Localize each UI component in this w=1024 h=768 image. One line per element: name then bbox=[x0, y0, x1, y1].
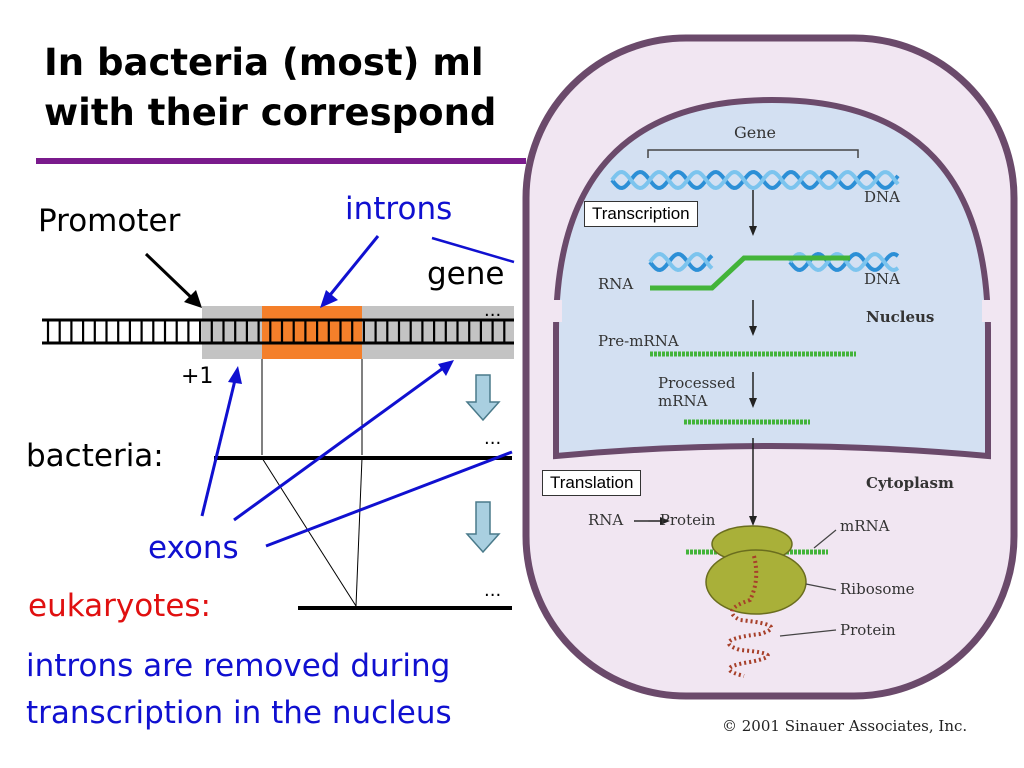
ellipsis-eukaryotes: ... bbox=[484, 580, 502, 601]
ribosome-caption: Ribosome bbox=[840, 580, 915, 598]
down-arrow-2 bbox=[465, 501, 501, 554]
note-line-2: transcription in the nucleus bbox=[26, 695, 452, 731]
intron-region bbox=[262, 306, 362, 359]
protein-caption: Protein bbox=[840, 621, 896, 639]
translation-box: Translation bbox=[542, 470, 642, 496]
mrna-caption: mRNA bbox=[840, 517, 890, 535]
rna-caption: RNA bbox=[598, 275, 634, 293]
processed-caption-2: mRNA bbox=[658, 392, 708, 410]
exons-label: exons bbox=[148, 530, 239, 566]
introns-label: introns bbox=[345, 191, 453, 227]
processed-caption-1: Processed bbox=[658, 374, 736, 392]
copyright-caption: © 2001 Sinauer Associates, Inc. bbox=[722, 717, 968, 735]
protein-chain bbox=[726, 555, 774, 678]
bacteria-label: bacteria: bbox=[26, 438, 164, 474]
rna-protein-caption: RNA — Protein bbox=[588, 511, 716, 529]
title-line-1: In bacteria (most) ml bbox=[44, 41, 484, 84]
eukaryotes-label: eukaryotes: bbox=[28, 588, 212, 624]
helix-strand bbox=[610, 169, 900, 191]
note-line-1: introns are removed during bbox=[26, 648, 451, 684]
helix-strand bbox=[648, 251, 714, 273]
dna-top-caption: DNA bbox=[864, 188, 900, 206]
dna-mid-caption: DNA bbox=[864, 270, 900, 288]
transcription-box: Transcription bbox=[584, 201, 698, 227]
title-line-2: with their correspond bbox=[44, 91, 497, 134]
title-underline bbox=[36, 158, 526, 164]
promoter-label: Promoter bbox=[38, 203, 181, 239]
nucleus-membrane bbox=[553, 96, 991, 460]
down-arrow-1 bbox=[465, 374, 501, 422]
rna-transcript bbox=[650, 255, 850, 291]
slide-title: In bacteria (most) ml with their corresp… bbox=[44, 38, 604, 138]
nucleus-caption: Nucleus bbox=[866, 308, 935, 326]
plus-one-label: +1 bbox=[181, 364, 214, 389]
ellipsis-dna: ... bbox=[484, 300, 502, 321]
cytoplasm-caption: Cytoplasm bbox=[866, 474, 954, 492]
ellipsis-bacteria: ... bbox=[484, 428, 502, 449]
helix-strand bbox=[610, 169, 900, 191]
helix-strand bbox=[648, 251, 714, 273]
gene-label: gene bbox=[427, 256, 505, 292]
gene-caption: Gene bbox=[734, 123, 777, 142]
dna-rungs bbox=[46, 320, 506, 343]
dna-helix-top bbox=[610, 169, 900, 191]
pre-mrna-caption: Pre-mRNA bbox=[598, 332, 679, 350]
